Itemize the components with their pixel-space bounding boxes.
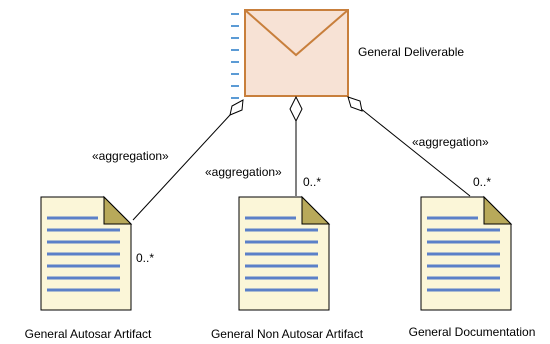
relation-multiplicity-right: 0..* — [473, 175, 491, 189]
document-icon — [40, 195, 133, 311]
relation-stereotype-left: «aggregation» — [92, 149, 169, 163]
aggregation-diamond-left — [229, 99, 244, 116]
envelope-flap — [244, 9, 349, 57]
artifact-label-non-autosar: General Non Autosar Artifact — [211, 327, 364, 341]
connector-line-right — [359, 107, 471, 197]
connectors — [132, 107, 471, 221]
relation-stereotype-middle: «aggregation» — [205, 165, 282, 179]
document-icon — [238, 195, 331, 311]
relation-multiplicity-left: 0..* — [136, 251, 154, 265]
artifact-node-non-autosar[interactable]: General Non Autosar Artifact — [211, 195, 364, 341]
deliverable-label: General Deliverable — [358, 45, 464, 59]
relation-stereotype-right: «aggregation» — [412, 135, 489, 149]
aggregation-diamonds — [229, 95, 363, 123]
artifact-node-documentation[interactable]: General Documentation — [409, 195, 536, 339]
connector-line-left — [132, 114, 231, 221]
artifact-node-autosar[interactable]: General Autosar Artifact — [25, 195, 152, 341]
deliverable-node[interactable]: General Deliverable — [244, 9, 464, 97]
aggregation-diamond-right — [347, 96, 363, 112]
dash-marker — [231, 13, 239, 99]
relation-multiplicity-middle: 0..* — [303, 175, 321, 189]
artifact-label-documentation: General Documentation — [409, 325, 536, 339]
aggregation-diamond-middle — [289, 95, 303, 123]
artifact-label-autosar: General Autosar Artifact — [25, 327, 152, 341]
document-icon — [420, 195, 513, 311]
